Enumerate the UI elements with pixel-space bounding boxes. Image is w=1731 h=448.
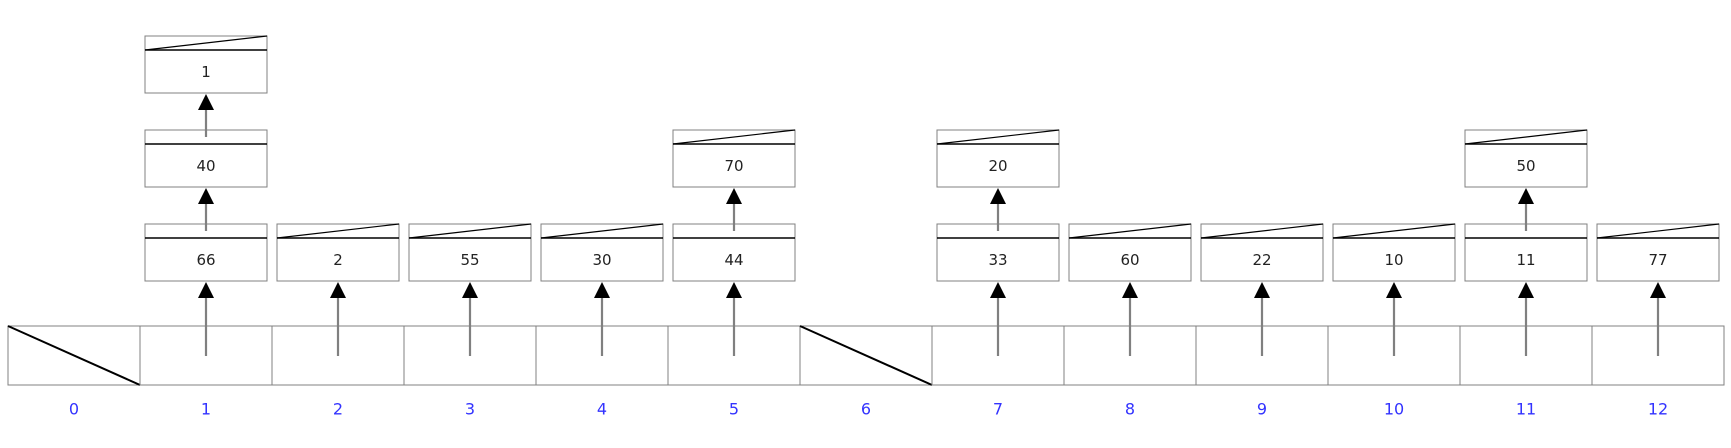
bucket-index-label: 6 bbox=[861, 400, 871, 419]
pointer-arrow bbox=[462, 282, 478, 356]
node-value: 20 bbox=[988, 157, 1007, 175]
bucket-index-label: 1 bbox=[201, 400, 211, 419]
bucket-cell-0: 0 bbox=[7, 325, 141, 419]
bucket-index-label: 3 bbox=[465, 400, 475, 419]
null-pointer-slash bbox=[408, 223, 532, 239]
pointer-arrow bbox=[1254, 282, 1270, 356]
null-pointer-slash bbox=[1068, 223, 1192, 239]
node-value: 50 bbox=[1516, 157, 1535, 175]
bucket-index-label: 0 bbox=[69, 400, 79, 419]
pointer-arrow bbox=[1518, 188, 1534, 231]
chain-node: 2 bbox=[276, 223, 400, 282]
bucket-index-label: 11 bbox=[1516, 400, 1536, 419]
node-value: 11 bbox=[1516, 251, 1535, 269]
pointer-arrow bbox=[726, 282, 742, 356]
pointer-arrow bbox=[330, 282, 346, 356]
node-value: 70 bbox=[724, 157, 743, 175]
node-value: 44 bbox=[724, 251, 743, 269]
null-pointer-slash bbox=[540, 223, 664, 239]
pointer-arrow bbox=[198, 94, 214, 137]
chain-node: 40 bbox=[144, 129, 268, 188]
pointer-arrow bbox=[198, 282, 214, 356]
bucket-index-label: 7 bbox=[993, 400, 1003, 419]
chain-node: 55 bbox=[408, 223, 532, 282]
chain-node: 66 bbox=[144, 223, 268, 282]
node-value: 40 bbox=[196, 157, 215, 175]
null-pointer-slash bbox=[936, 129, 1060, 145]
chain-node: 70 bbox=[672, 129, 796, 188]
empty-bucket-slash bbox=[7, 325, 141, 386]
bucket-index-label: 10 bbox=[1384, 400, 1404, 419]
chain-node: 33 bbox=[936, 223, 1060, 282]
chain-node: 1 bbox=[144, 35, 268, 94]
pointer-arrow bbox=[198, 188, 214, 231]
pointer-arrow bbox=[1386, 282, 1402, 356]
pointer-arrow bbox=[1518, 282, 1534, 356]
chain-node: 77 bbox=[1596, 223, 1720, 282]
bucket-cell-6: 6 bbox=[799, 325, 933, 419]
node-value: 30 bbox=[592, 251, 611, 269]
null-pointer-slash bbox=[144, 35, 268, 51]
chain-node: 22 bbox=[1200, 223, 1324, 282]
bucket-index-label: 5 bbox=[729, 400, 739, 419]
chain-node: 50 bbox=[1464, 129, 1588, 188]
null-pointer-slash bbox=[1332, 223, 1456, 239]
node-value: 55 bbox=[460, 251, 479, 269]
bucket-index-label: 9 bbox=[1257, 400, 1267, 419]
node-value: 22 bbox=[1252, 251, 1271, 269]
chain-node: 10 bbox=[1332, 223, 1456, 282]
chain-node: 60 bbox=[1068, 223, 1192, 282]
node-value: 1 bbox=[201, 63, 211, 81]
bucket-index-label: 2 bbox=[333, 400, 343, 419]
node-value: 60 bbox=[1120, 251, 1139, 269]
pointer-arrow bbox=[1122, 282, 1138, 356]
null-pointer-slash bbox=[672, 129, 796, 145]
chain-node: 44 bbox=[672, 223, 796, 282]
bucket-index-label: 8 bbox=[1125, 400, 1135, 419]
chain-node: 30 bbox=[540, 223, 664, 282]
node-value: 77 bbox=[1648, 251, 1667, 269]
pointer-arrow bbox=[990, 188, 1006, 231]
node-value: 33 bbox=[988, 251, 1007, 269]
node-value: 10 bbox=[1384, 251, 1403, 269]
bucket-index-label: 12 bbox=[1648, 400, 1668, 419]
pointer-arrow bbox=[726, 188, 742, 231]
pointer-arrow bbox=[990, 282, 1006, 356]
null-pointer-slash bbox=[276, 223, 400, 239]
chains: 66 40 1 2 55 30 44 70 33 20 60 22 10 11 50 77 bbox=[144, 35, 1720, 356]
node-value: 2 bbox=[333, 251, 343, 269]
null-pointer-slash bbox=[1200, 223, 1324, 239]
chain-node: 20 bbox=[936, 129, 1060, 188]
pointer-arrow bbox=[594, 282, 610, 356]
null-pointer-slash bbox=[1464, 129, 1588, 145]
null-pointer-slash bbox=[1596, 223, 1720, 239]
empty-bucket-slash bbox=[799, 325, 933, 386]
bucket-index-label: 4 bbox=[597, 400, 607, 419]
pointer-arrow bbox=[1650, 282, 1666, 356]
node-value: 66 bbox=[196, 251, 215, 269]
chain-node: 11 bbox=[1464, 223, 1588, 282]
